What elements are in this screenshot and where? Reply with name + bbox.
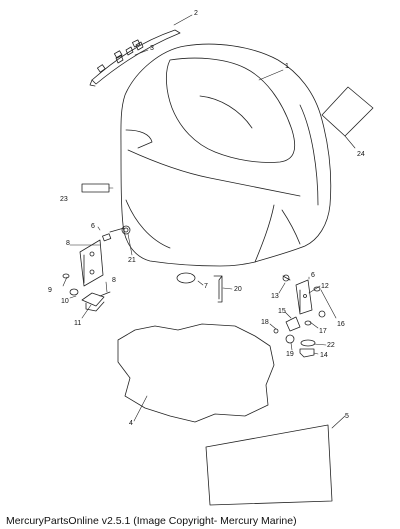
clips — [115, 41, 144, 64]
cover-sheet — [205, 424, 333, 506]
decal-panel — [321, 86, 374, 137]
decal-strip — [81, 183, 110, 193]
callout-15: 15 — [278, 308, 286, 315]
callout-18: 18 — [261, 319, 269, 326]
top-cowl — [120, 43, 332, 267]
callout-10: 10 — [61, 298, 69, 305]
callout-11: 11 — [74, 320, 81, 327]
gasket — [117, 323, 275, 423]
callout-12: 12 — [321, 283, 329, 290]
callout-2: 2 — [194, 10, 198, 17]
callout-9: 9 — [48, 287, 52, 294]
callout-4: 4 — [129, 420, 133, 427]
callout-5: 5 — [345, 413, 349, 420]
trim-strip — [89, 29, 181, 87]
latch-hook — [213, 275, 223, 303]
callout-7: 7 — [204, 283, 208, 290]
callout-17: 17 — [319, 328, 327, 335]
right-latch-assembly — [273, 274, 326, 358]
callout-24: 24 — [357, 151, 365, 158]
callout-8-left-lower: 8 — [112, 277, 116, 284]
callout-19: 19 — [286, 351, 294, 358]
callout-1: 1 — [285, 63, 289, 70]
callout-20: 20 — [234, 286, 242, 293]
callout-16: 16 — [337, 321, 345, 328]
callout-numbers: 1 2 3 4 5 6 6 7 8 8 9 10 11 12 13 14 15 … — [48, 10, 365, 427]
callout-3: 3 — [150, 45, 154, 52]
callout-21: 21 — [128, 257, 136, 264]
rubber-bumper — [176, 272, 196, 284]
callout-13: 13 — [271, 293, 279, 300]
callout-14: 14 — [320, 352, 328, 359]
copyright-footer: MercuryPartsOnline v2.5.1 (Image Copyrig… — [6, 515, 297, 527]
callout-22: 22 — [327, 342, 335, 349]
callout-8-left-upper: 8 — [66, 240, 70, 247]
leader-lines — [62, 14, 356, 429]
callout-23: 23 — [60, 196, 68, 203]
callout-6-right: 6 — [311, 272, 315, 279]
callout-6-left: 6 — [91, 223, 95, 230]
left-latch-assembly — [62, 225, 131, 312]
